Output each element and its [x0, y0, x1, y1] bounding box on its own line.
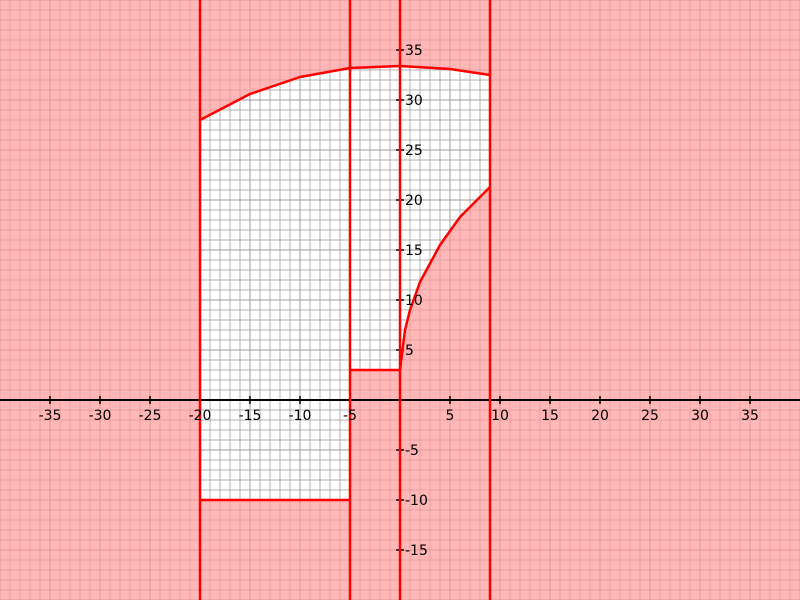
y-tick-label: -15 [405, 543, 428, 559]
x-tick-label: 10 [491, 408, 509, 424]
y-tick-label: 5 [405, 343, 414, 359]
x-tick-label: 5 [446, 408, 455, 424]
y-tick-label: -10 [405, 493, 428, 509]
x-tick-label: -20 [189, 408, 212, 424]
y-tick-label: -5 [405, 443, 419, 459]
x-tick-label: -5 [343, 408, 357, 424]
boundary-curves [198, 0, 492, 600]
y-tick-label: 10 [405, 293, 423, 309]
lower-boundary-curve [398, 186, 491, 371]
x-tick-label: -35 [39, 408, 62, 424]
x-tick-label: 35 [741, 408, 759, 424]
x-tick-label: -30 [89, 408, 112, 424]
y-tick-label: 15 [405, 243, 423, 259]
y-tick-label: 20 [405, 193, 423, 209]
x-tick-label: 20 [591, 408, 609, 424]
x-tick-label: 30 [691, 408, 709, 424]
x-tick-label: -10 [289, 408, 312, 424]
y-tick-label: 35 [405, 43, 423, 59]
tick-labels: -35 -30 -25 -20 -15 -10 -5 5 10 15 20 25 30 35 35 30 25 2… [39, 43, 759, 559]
x-tick-label: -25 [139, 408, 162, 424]
upper-boundary-curve [199, 64, 491, 122]
y-tick-label: 30 [405, 93, 423, 109]
y-tick-label: 25 [405, 143, 423, 159]
x-tick-label: -15 [239, 408, 262, 424]
x-tick-label: 25 [641, 408, 659, 424]
x-tick-label: 15 [541, 408, 559, 424]
